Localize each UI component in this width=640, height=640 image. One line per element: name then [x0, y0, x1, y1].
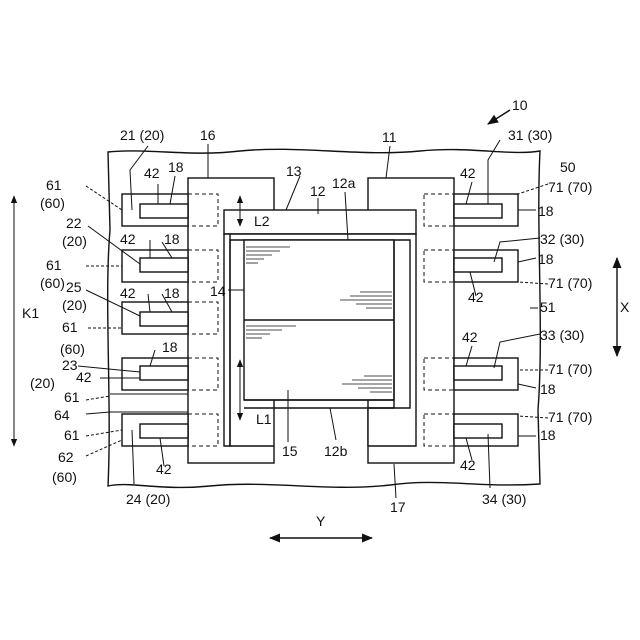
- label-12b: 12b: [324, 443, 348, 459]
- label-61-a: 61: [46, 177, 62, 193]
- label-33: 33 (30): [540, 327, 584, 343]
- label-20-a: (20): [62, 233, 87, 249]
- label-20-c: (20): [30, 375, 55, 391]
- label-22: 22: [66, 215, 82, 231]
- label-11: 11: [382, 129, 397, 145]
- label-60-a: (60): [40, 195, 65, 211]
- label-14: 14: [210, 283, 226, 299]
- label-42-c: 42: [120, 231, 136, 247]
- label-Y: Y: [316, 513, 326, 529]
- label-18-g: 18: [540, 381, 556, 397]
- label-42-d: 42: [468, 289, 484, 305]
- label-L2: L2: [254, 213, 270, 229]
- label-21: 21 (20): [120, 127, 164, 143]
- label-31: 31 (30): [508, 127, 552, 143]
- label-K1: K1: [22, 305, 39, 321]
- label-42-i: 42: [460, 457, 476, 473]
- label-18-e: 18: [164, 285, 180, 301]
- label-60-b: (60): [40, 275, 65, 291]
- label-18-b: 18: [538, 203, 554, 219]
- label-71-d: 71 (70): [548, 409, 592, 425]
- label-71-c: 71 (70): [548, 361, 592, 377]
- frame-12: [224, 210, 416, 234]
- label-18-a: 18: [168, 159, 184, 175]
- label-12a: 12a: [332, 175, 356, 191]
- label-42-f: 42: [462, 329, 478, 345]
- label-18-h: 18: [540, 427, 556, 443]
- label-16: 16: [200, 127, 216, 143]
- label-61-c: 61: [62, 319, 78, 335]
- label-18-f: 18: [162, 339, 178, 355]
- label-51: 51: [540, 299, 556, 315]
- label-61-e: 61: [64, 427, 80, 443]
- label-25: 25: [66, 279, 82, 295]
- label-62: 62: [58, 449, 74, 465]
- label-71-b: 71 (70): [548, 275, 592, 291]
- label-34: 34 (30): [482, 491, 526, 507]
- label-64: 64: [54, 407, 70, 423]
- label-42-e: 42: [120, 285, 136, 301]
- label-17: 17: [390, 499, 406, 515]
- label-12: 12: [310, 183, 326, 199]
- label-13: 13: [286, 163, 302, 179]
- label-15: 15: [282, 443, 298, 459]
- label-42-h: 42: [156, 461, 172, 477]
- label-18-d: 18: [538, 251, 554, 267]
- label-10: 10: [512, 97, 528, 113]
- label-18-c: 18: [164, 231, 180, 247]
- label-60-d: (60): [52, 469, 77, 485]
- label-42-b: 42: [460, 165, 476, 181]
- label-20-b: (20): [62, 297, 87, 313]
- label-42-g: 42: [76, 369, 92, 385]
- label-50: 50: [560, 159, 576, 175]
- label-60-c: (60): [60, 341, 85, 357]
- label-X: X: [620, 299, 630, 315]
- label-71-a: 71 (70): [548, 179, 592, 195]
- label-61-b: 61: [46, 257, 62, 273]
- label-61-d: 61: [64, 389, 80, 405]
- label-42-a: 42: [144, 165, 160, 181]
- label-L1: L1: [256, 411, 272, 427]
- label-24: 24 (20): [126, 491, 170, 507]
- right-leads: [454, 194, 518, 446]
- label-32: 32 (30): [540, 231, 584, 247]
